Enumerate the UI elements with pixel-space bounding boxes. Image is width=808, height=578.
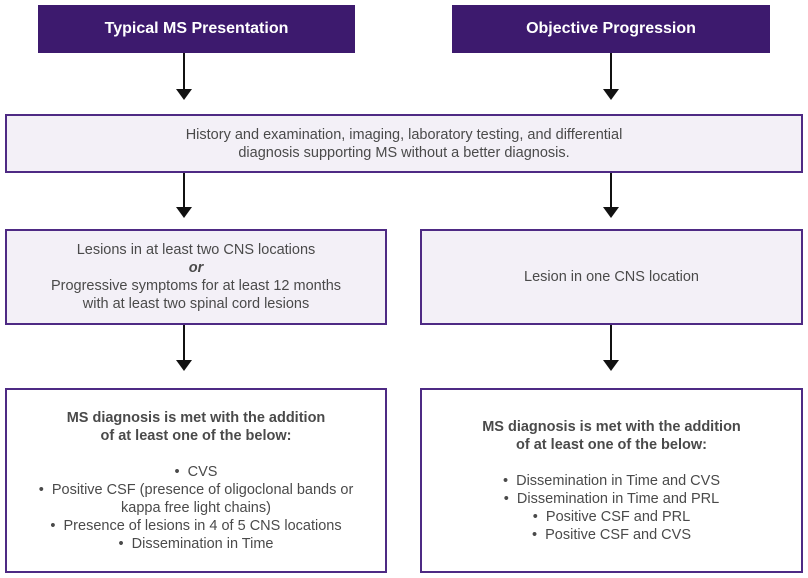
left-progressive-line-2: with at least two spinal cord lesions xyxy=(82,296,310,312)
arrowhead-left-2 xyxy=(176,207,192,218)
left-criterion: Dissemination in Time xyxy=(39,535,354,553)
left-result-title-1: MS diagnosis is met with the addition xyxy=(66,409,326,426)
shared-criteria-line-1: History and examination, imaging, labora… xyxy=(185,126,623,143)
left-lesions-text: Lesions in at least two CNS locations xyxy=(76,242,316,258)
right-criterion: Positive CSF and PRL xyxy=(503,508,720,526)
header-objective-progression: Objective Progression xyxy=(452,5,770,53)
right-lesion-box: Lesion in one CNS location xyxy=(420,229,803,325)
left-criterion: CVS xyxy=(39,463,354,481)
header-typical-ms: Typical MS Presentation xyxy=(38,5,355,53)
left-criterion: Positive CSF (presence of oligoclonal ba… xyxy=(39,481,353,499)
right-criterion: Dissemination in Time and PRL xyxy=(503,490,720,508)
left-or-connector: or xyxy=(188,260,204,276)
header-objective-progression-label: Objective Progression xyxy=(526,20,696,37)
left-result-title-2: of at least one of the below: xyxy=(100,427,292,444)
left-result-box: MS diagnosis is met with the addition of… xyxy=(5,388,387,573)
right-criteria-list: Dissemination in Time and CVS Disseminat… xyxy=(503,472,720,544)
arrowhead-right-2 xyxy=(603,207,619,218)
left-lesions-box: Lesions in at least two CNS locations or… xyxy=(5,229,387,325)
right-result-title-1: MS diagnosis is met with the addition xyxy=(482,418,741,435)
header-typical-ms-label: Typical MS Presentation xyxy=(104,20,289,37)
arrowhead-right-3 xyxy=(603,360,619,371)
arrowhead-left-1 xyxy=(176,89,192,100)
right-result-box: MS diagnosis is met with the addition of… xyxy=(420,388,803,573)
arrowhead-left-3 xyxy=(176,360,192,371)
left-criterion-continuation: kappa free light chains) xyxy=(121,499,271,516)
left-criteria-list: CVS Positive CSF (presence of oligoclona… xyxy=(39,463,354,553)
right-result-title-2: of at least one of the below: xyxy=(516,436,707,453)
left-progressive-line-1: Progressive symptoms for at least 12 mon… xyxy=(50,278,342,294)
arrowhead-right-1 xyxy=(603,89,619,100)
shared-criteria-line-2: diagnosis supporting MS without a better… xyxy=(238,144,570,161)
right-criterion: Positive CSF and CVS xyxy=(503,526,720,544)
left-criterion: Presence of lesions in 4 of 5 CNS locati… xyxy=(39,517,354,535)
right-criterion: Dissemination in Time and CVS xyxy=(503,472,720,490)
right-lesion-text: Lesion in one CNS location xyxy=(524,269,699,285)
shared-criteria-box: History and examination, imaging, labora… xyxy=(5,114,803,173)
